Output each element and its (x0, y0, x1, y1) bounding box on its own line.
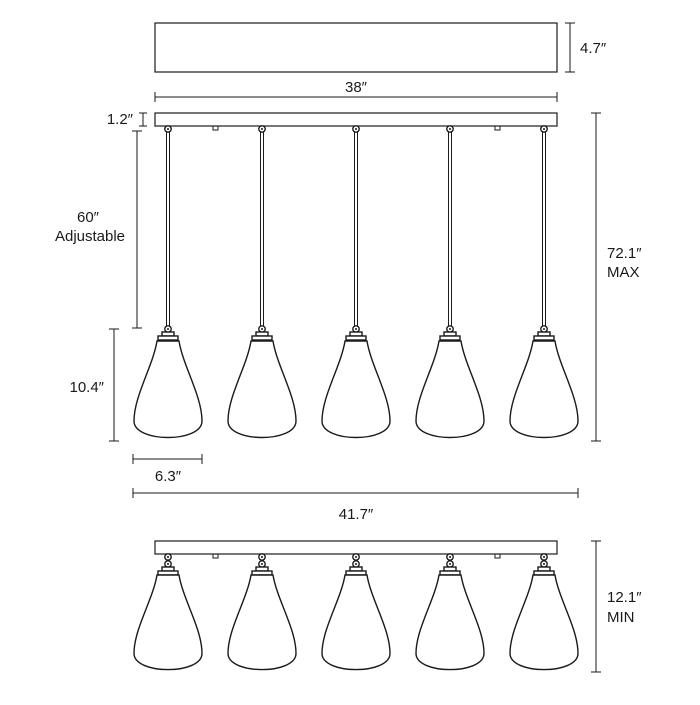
canopy-top-view (154, 22, 558, 73)
pendant (133, 553, 203, 671)
max-height-dimension: 72.1″ MAX (591, 112, 642, 442)
glass-shade (133, 574, 203, 671)
cord-grip-dot (355, 563, 357, 565)
canopy-thickness-label: 1.2″ (107, 111, 134, 128)
cord-length-dimension: 60″ Adjustable (55, 130, 142, 329)
pendant (509, 125, 579, 439)
min-height-dimension: 12.1″ MIN (591, 540, 642, 673)
cord-mount-dot (355, 556, 357, 558)
cord-mount-dot (261, 556, 263, 558)
canopy-length-dimension: 38″ (154, 79, 558, 102)
canopy-side-min (154, 540, 558, 555)
pendant (133, 125, 203, 439)
glass-shade (321, 340, 391, 439)
glass-shade (509, 574, 579, 671)
cord-grip-dot (355, 328, 357, 330)
cord-grip-dot (261, 563, 263, 565)
glass-shade (321, 574, 391, 671)
canopy-screw (494, 553, 501, 559)
shade-height-label: 10.4″ (69, 379, 104, 396)
canopy-screw (212, 553, 219, 559)
pendant (227, 125, 297, 439)
glass-shade (133, 340, 203, 439)
socket-collar (157, 335, 179, 341)
cord-mount-dot (355, 128, 357, 130)
cord-grip-dot (543, 328, 545, 330)
canopy-thickness-dimension: 1.2″ (107, 111, 147, 128)
overall-width-label: 41.7″ (339, 506, 374, 523)
cord-mount-dot (167, 556, 169, 558)
pendant (415, 125, 485, 439)
glass-shade (509, 340, 579, 439)
glass-shade (227, 574, 297, 671)
pendant (321, 553, 391, 671)
cord-grip-dot (261, 328, 263, 330)
cord-length-label: 60″ (77, 209, 100, 226)
min-label: MIN (607, 609, 635, 626)
socket-collar (251, 335, 273, 341)
cord-adjustable-label: Adjustable (55, 228, 125, 245)
min-height-label: 12.1″ (607, 589, 642, 606)
cord-mount-dot (167, 128, 169, 130)
cord-mount-dot (543, 556, 545, 558)
max-label: MAX (607, 264, 640, 281)
canopy-screw (212, 125, 219, 131)
canopy-top-rect (154, 22, 558, 73)
canopy-screw (494, 125, 501, 131)
cord-mount-dot (261, 128, 263, 130)
max-height-label: 72.1″ (607, 245, 642, 262)
cord-grip-dot (543, 563, 545, 565)
cord-grip-dot (167, 563, 169, 565)
glass-shade (415, 340, 485, 439)
shade-width-dimension: 6.3″ (132, 454, 203, 485)
cord-grip-dot (167, 328, 169, 330)
pendant-group-min (133, 553, 579, 671)
socket-collar (345, 335, 367, 341)
fixture-max-view (133, 112, 579, 439)
cord-grip-dot (449, 328, 451, 330)
fixture-min-view (133, 540, 579, 671)
shade-height-dimension: 10.4″ (69, 328, 119, 442)
shade-width-label: 6.3″ (155, 468, 182, 485)
cord-mount-dot (449, 128, 451, 130)
canopy-depth-label: 4.7″ (580, 40, 607, 57)
socket-collar (533, 335, 555, 341)
pendant-group-max (133, 125, 579, 439)
socket-collar (439, 335, 461, 341)
pendant (509, 553, 579, 671)
glass-shade (415, 574, 485, 671)
pendant (227, 553, 297, 671)
canopy-length-label: 38″ (345, 79, 368, 96)
overall-width-dimension: 41.7″ (132, 488, 579, 523)
glass-shade (227, 340, 297, 439)
canopy-side-max (154, 112, 558, 127)
canopy-depth-dimension: 4.7″ (565, 22, 607, 73)
pendant (415, 553, 485, 671)
cord-mount-dot (543, 128, 545, 130)
cord-mount-dot (449, 556, 451, 558)
pendant (321, 125, 391, 439)
cord-grip-dot (449, 563, 451, 565)
